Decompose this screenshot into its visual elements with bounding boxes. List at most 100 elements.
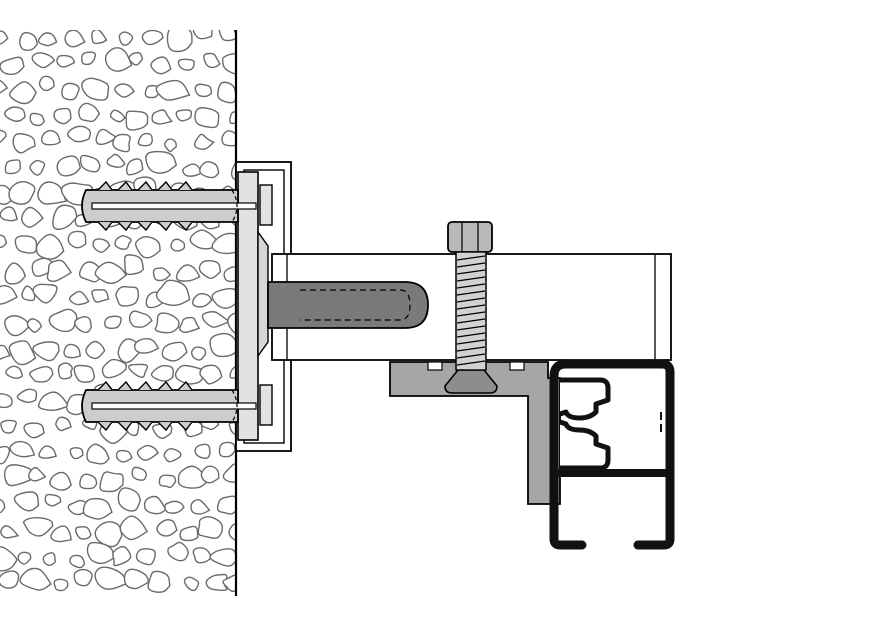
pebble [14, 235, 38, 254]
pebble [0, 419, 17, 434]
pebble [192, 547, 213, 564]
pebble [229, 365, 236, 379]
pebble [21, 285, 36, 302]
pebble [73, 568, 93, 587]
pebble [29, 159, 46, 176]
pebble [0, 129, 7, 143]
pebble [38, 75, 55, 92]
pebble [104, 47, 133, 72]
pebble [229, 111, 236, 125]
pebble [64, 30, 86, 48]
pebble [115, 285, 140, 307]
pebble [199, 161, 220, 179]
pebble [81, 51, 97, 66]
pebble [37, 391, 70, 412]
pebble [8, 181, 36, 205]
pebble [56, 54, 76, 68]
pebble [9, 81, 37, 105]
pebble [91, 289, 110, 303]
pebble [155, 279, 191, 306]
pebble [221, 52, 236, 75]
pebble [174, 364, 206, 385]
pebble [200, 465, 220, 484]
pebble [46, 259, 73, 282]
pebble [150, 56, 172, 75]
pebble [26, 318, 43, 333]
pebble [4, 262, 27, 285]
arm-bolt [267, 281, 429, 329]
thread-line [456, 269, 486, 275]
pebble [69, 554, 86, 569]
pebble [167, 541, 190, 562]
pebble [117, 487, 142, 512]
pebble [136, 444, 160, 461]
pebble [155, 79, 191, 101]
pebble [217, 81, 236, 104]
pebble [175, 109, 193, 122]
pebble [137, 132, 154, 147]
pebble [13, 491, 40, 512]
pebble [57, 362, 74, 380]
threaded-shank [455, 251, 487, 371]
pebble [9, 440, 36, 458]
pebble [222, 463, 236, 483]
pebble [205, 573, 228, 592]
pebble [118, 31, 134, 46]
pebble [5, 365, 24, 379]
pebble [0, 344, 11, 360]
pebble [17, 551, 32, 565]
thread-line [456, 262, 486, 268]
pebble [52, 204, 78, 230]
pebble [0, 30, 9, 45]
pebble [183, 576, 200, 592]
pebble [128, 363, 149, 378]
pebble [55, 416, 72, 432]
pebble [197, 516, 224, 539]
thread-line [456, 353, 486, 359]
pebble [94, 521, 123, 548]
pebble [0, 525, 20, 539]
pebble [177, 465, 209, 489]
pebble [0, 498, 6, 514]
pebble [125, 110, 149, 131]
pebble [40, 129, 62, 146]
pebble [53, 578, 69, 592]
pebble [104, 315, 122, 330]
pebble [32, 341, 60, 362]
pebble [179, 316, 201, 334]
pebble [161, 341, 188, 362]
pebble [209, 548, 236, 567]
pebble [79, 473, 98, 490]
pebble [179, 525, 199, 542]
pebble [228, 421, 236, 436]
pebble [49, 471, 72, 491]
pebble [164, 500, 185, 514]
pebble [81, 77, 110, 101]
pebble [0, 570, 20, 589]
pebble [166, 30, 193, 53]
pebble [151, 109, 174, 125]
pebble [0, 234, 8, 249]
thread-line [456, 283, 486, 289]
pebble [163, 448, 182, 463]
pebble [28, 466, 47, 482]
pebble [141, 30, 164, 46]
thread-line [456, 311, 486, 317]
pebble [3, 464, 39, 487]
thread-line [456, 346, 486, 352]
pebble [38, 445, 58, 459]
pebble [73, 364, 96, 383]
pebble [191, 346, 207, 361]
pebble [156, 519, 178, 537]
pebble [145, 150, 178, 174]
pebble [92, 238, 111, 253]
pebble [99, 471, 124, 493]
pebble [182, 163, 203, 177]
rail-profile [549, 359, 675, 550]
pebble [0, 393, 13, 409]
pebble [216, 495, 236, 515]
pebble [221, 130, 236, 147]
pebble [66, 125, 92, 143]
pebble [128, 310, 153, 328]
pebble [42, 552, 56, 566]
